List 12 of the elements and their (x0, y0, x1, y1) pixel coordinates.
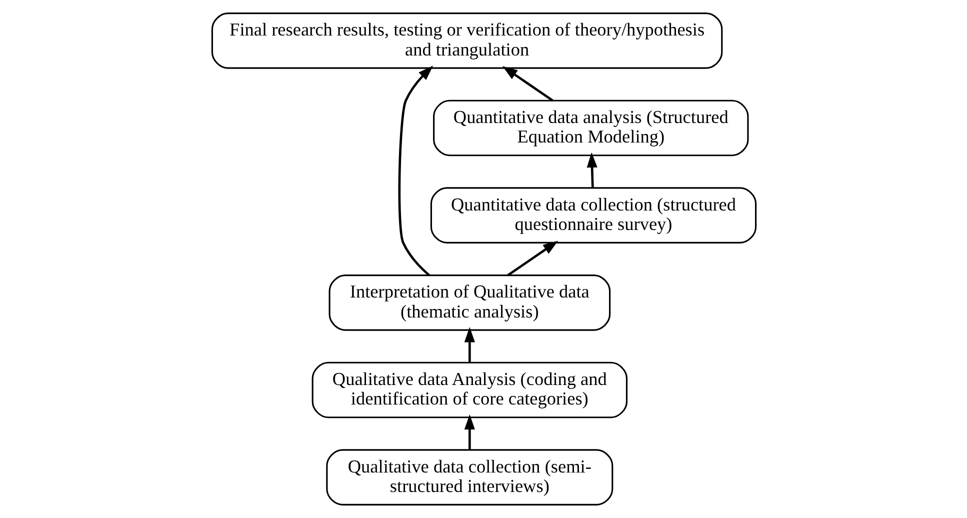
arrow (464, 414, 474, 450)
arrow (586, 152, 597, 188)
arrow (464, 327, 474, 362)
node-box: Final research results, testing or verification of theory/hypothesis and triangulation (210, 12, 722, 69)
arrow (502, 66, 553, 102)
node-box: Quantitative data collection (structured questionnaire survey) (430, 187, 756, 244)
node-box: Qualitative data Analysis (coding and identification of core categories) (311, 362, 628, 418)
node-box: Qualitative data collection (semi-structured interviews) (326, 449, 613, 506)
node-box: Quantitative data analysis (Structured Equation Modeling) (432, 100, 748, 156)
arrow (398, 66, 433, 276)
node-box: Interpretation of Qualitative data (thematic analysis) (328, 274, 610, 331)
arrow (506, 240, 558, 276)
